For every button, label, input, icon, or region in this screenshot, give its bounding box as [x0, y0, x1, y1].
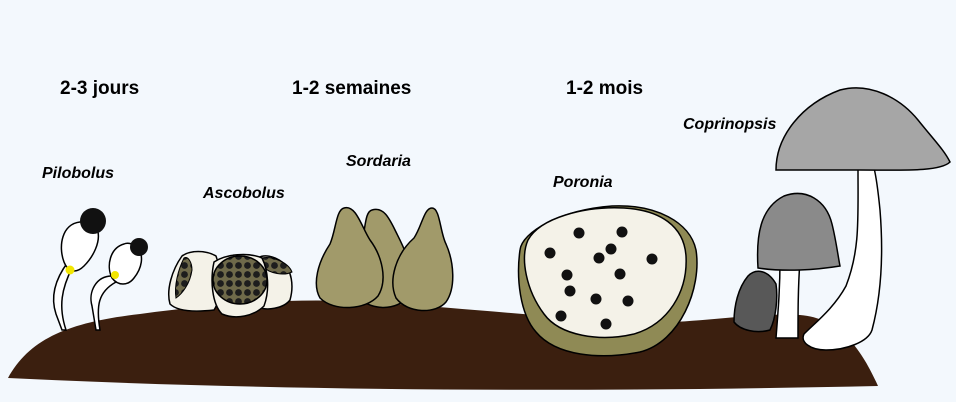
timeline-label-1-2-semaines: 1-2 semaines [292, 78, 411, 100]
ascobolus-illustration [169, 252, 292, 317]
sordaria-perithecium-right [393, 208, 453, 311]
ascobolus-hymenium-center [213, 256, 267, 304]
coprinopsis-small-cap [734, 271, 777, 331]
poronia-illustration [519, 206, 697, 356]
label-pilobolus: Pilobolus [42, 165, 114, 183]
timeline-label-2-3-jours: 2-3 jours [60, 78, 139, 100]
label-sordaria: Sordaria [346, 153, 411, 171]
pilobolus-sporangium-2 [130, 238, 148, 256]
coprinopsis-tall-cap [776, 88, 950, 170]
coprinopsis-mid-cap [758, 194, 840, 271]
label-coprinopsis: Coprinopsis [683, 116, 776, 134]
coprinopsis-mid-stipe [776, 260, 800, 338]
timeline-label-1-2-mois: 1-2 mois [566, 78, 643, 100]
pilobolus-sporangium-1 [80, 208, 106, 234]
label-poronia: Poronia [553, 174, 613, 192]
poronia-stroma-disc [525, 208, 687, 338]
sordaria-illustration [316, 208, 452, 311]
pilobolus-illustration [54, 208, 148, 330]
label-ascobolus: Ascobolus [203, 185, 285, 203]
pilobolus-swelling-1 [66, 266, 75, 275]
pilobolus-swelling-2 [111, 271, 119, 279]
